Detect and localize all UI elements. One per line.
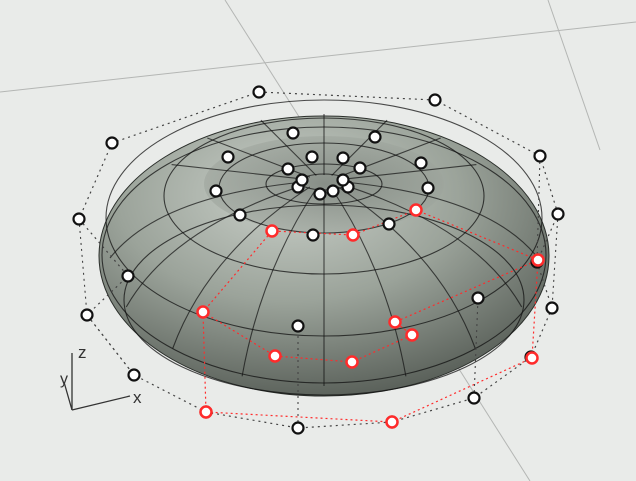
isocurve-meridian — [125, 184, 306, 308]
control-point[interactable] — [336, 173, 350, 187]
selected-control-point[interactable] — [385, 415, 399, 429]
control-point[interactable] — [221, 150, 235, 164]
grid-line — [547, 0, 601, 151]
selected-control-point[interactable] — [409, 203, 423, 217]
control-cage-connector — [86, 314, 135, 376]
control-cage-connector — [551, 213, 559, 309]
isocurve-meridian — [337, 186, 476, 349]
selected-control-point[interactable] — [268, 349, 282, 363]
selected-control-point[interactable] — [265, 224, 279, 238]
selected-control-point[interactable] — [531, 253, 545, 267]
control-point[interactable] — [326, 184, 340, 198]
isocurve-meridian — [241, 188, 317, 377]
control-point[interactable] — [209, 184, 223, 198]
control-point[interactable] — [286, 126, 300, 140]
control-point[interactable] — [233, 208, 247, 222]
control-point[interactable] — [252, 85, 266, 99]
control-point[interactable] — [467, 391, 481, 405]
control-point[interactable] — [72, 212, 86, 226]
control-point[interactable] — [291, 319, 305, 333]
selected-control-point[interactable] — [345, 355, 359, 369]
selected-control-point[interactable] — [405, 328, 419, 342]
control-point[interactable] — [295, 173, 309, 187]
x-axis-line — [71, 395, 131, 411]
isocurve-meridian — [342, 184, 523, 308]
isocurve-meridian — [171, 164, 306, 180]
control-point[interactable] — [428, 93, 442, 107]
z-axis-label: z — [78, 343, 87, 362]
x-axis-label: x — [133, 388, 142, 407]
isocurve-meridian — [260, 119, 317, 176]
y-axis-label: y — [60, 371, 68, 388]
selected-control-point[interactable] — [388, 315, 402, 329]
grid-line — [0, 21, 636, 93]
selected-control-point[interactable] — [525, 351, 539, 365]
control-point[interactable] — [533, 149, 547, 163]
selected-control-point[interactable] — [346, 228, 360, 242]
isocurve-meridian — [343, 181, 539, 259]
isocurve-meridian — [342, 164, 477, 180]
control-point[interactable] — [545, 301, 559, 315]
control-point[interactable] — [313, 187, 327, 201]
isocurve-meridian — [331, 119, 388, 176]
control-point[interactable] — [353, 161, 367, 175]
isocurve-meridian — [172, 186, 311, 349]
control-point[interactable] — [80, 308, 94, 322]
control-point[interactable] — [105, 136, 119, 150]
control-point[interactable] — [414, 156, 428, 170]
control-point[interactable] — [471, 291, 485, 305]
control-point[interactable] — [121, 269, 135, 283]
control-point[interactable] — [382, 217, 396, 231]
isocurve-meridian — [331, 188, 407, 377]
control-point[interactable] — [421, 181, 435, 195]
control-point[interactable] — [551, 207, 565, 221]
control-point[interactable] — [305, 150, 319, 164]
control-point[interactable] — [336, 151, 350, 165]
control-point[interactable] — [127, 368, 141, 382]
control-point[interactable] — [368, 130, 382, 144]
control-point[interactable] — [291, 421, 305, 435]
control-cage-connector — [78, 218, 88, 316]
selected-control-point[interactable] — [199, 405, 213, 419]
control-point[interactable] — [306, 228, 320, 242]
isocurve-meridian — [109, 181, 305, 259]
y-axis-line — [63, 381, 73, 411]
control-cage-outer — [78, 91, 559, 429]
control-point[interactable] — [281, 162, 295, 176]
selected-control-point[interactable] — [196, 305, 210, 319]
